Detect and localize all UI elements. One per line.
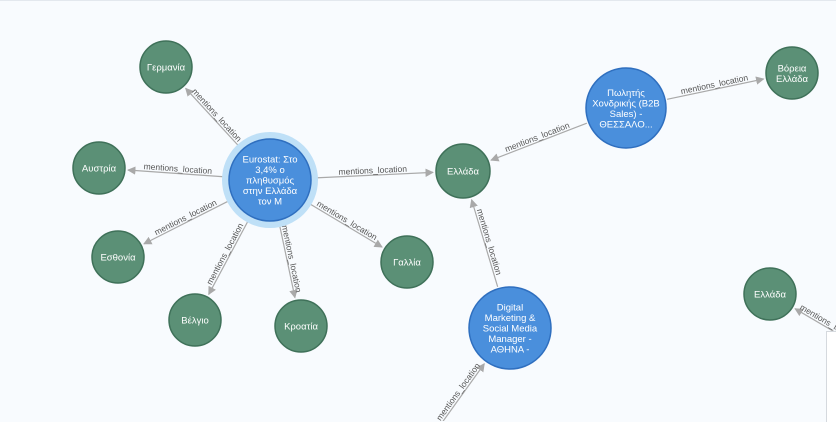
node-label-line: Social Media: [483, 324, 538, 335]
node-label-line: τον Μ: [258, 197, 282, 208]
node-greece2[interactable]: Ελλάδα: [743, 267, 797, 321]
location-node-circle[interactable]: [743, 267, 797, 321]
edge-line[interactable]: [469, 198, 499, 287]
edge-offscreen_1-digital[interactable]: mentions_location: [434, 361, 485, 421]
document-node-circle[interactable]: [585, 67, 667, 149]
node-label-line: Βόρεια: [778, 63, 807, 74]
edge-line[interactable]: [306, 201, 383, 248]
edge-label: mentions_location: [143, 161, 212, 176]
node-croatia[interactable]: Κροατία: [274, 299, 328, 353]
edge-eurostat-austria[interactable]: mentions_location: [127, 161, 228, 178]
node-label-line: Sales) -: [610, 109, 643, 120]
edge-line[interactable]: [143, 198, 232, 245]
document-node-circle[interactable]: [228, 138, 312, 222]
edge-label: mentions_location: [434, 361, 482, 421]
edge-eurostat-estonia[interactable]: mentions_location: [143, 197, 232, 245]
edges-layer: mentions_locationmentions_locationmentio…: [127, 72, 836, 421]
edge-label: mentions_location: [475, 208, 504, 277]
node-label-line: Γαλλία: [393, 258, 421, 269]
edge-label: mentions_location: [190, 86, 244, 143]
edge-line[interactable]: [127, 166, 228, 178]
location-node-circle[interactable]: [91, 230, 145, 284]
edge-line[interactable]: [312, 168, 434, 179]
edge-sales-greece[interactable]: mentions_location: [490, 120, 588, 162]
edge-label: mentions_location: [315, 198, 379, 242]
edge-line[interactable]: [278, 221, 298, 299]
node-label: Εσθονία: [100, 253, 136, 264]
node-label-line: Digital: [497, 303, 523, 314]
node-label-line: Marketing &: [485, 313, 536, 324]
node-label: Βέλγιο: [181, 316, 208, 327]
node-label: Γερμανία: [147, 63, 186, 74]
node-label-line: στην Ελλάδα: [243, 186, 298, 197]
node-label-line: Eurostat: Στο: [243, 155, 298, 166]
node-france[interactable]: Γαλλία: [380, 235, 434, 289]
edge-line[interactable]: [490, 122, 588, 162]
location-node-circle[interactable]: [139, 40, 193, 94]
node-label-line: Γερμανία: [147, 63, 186, 74]
node-label: Κροατία: [284, 322, 318, 333]
node-label: Ελλάδα: [754, 290, 786, 301]
edge-label: mentions_location: [338, 164, 407, 177]
node-label-line: Κροατία: [284, 322, 318, 333]
node-belgium[interactable]: Βέλγιο: [168, 293, 222, 347]
edge-line[interactable]: [437, 363, 485, 421]
edge-eurostat-france[interactable]: mentions_location: [306, 198, 383, 248]
node-label-line: Manager -: [488, 334, 531, 345]
node-label: Αυστρία: [82, 164, 117, 175]
location-node-circle[interactable]: [765, 46, 819, 100]
location-node-circle[interactable]: [168, 293, 222, 347]
edge-digital-greece[interactable]: mentions_location: [469, 198, 505, 287]
edge-label: mentions_location: [153, 197, 219, 237]
edge-eurostat-belgium[interactable]: mentions_location: [204, 217, 251, 296]
node-greece[interactable]: Ελλάδα: [435, 143, 491, 199]
node-label-line: Χονδρικής (B2B: [592, 98, 660, 109]
location-node-circle[interactable]: [380, 235, 434, 289]
node-label-line: Ελλάδα: [776, 74, 808, 85]
edge-line[interactable]: [185, 87, 242, 149]
edge-line[interactable]: [794, 308, 836, 340]
edge-eurostat-croatia[interactable]: mentions_location: [278, 221, 304, 299]
edge-label: mentions_location: [503, 120, 571, 154]
location-node-circle[interactable]: [274, 299, 328, 353]
node-label-line: Ελλάδα: [754, 290, 786, 301]
edge-line[interactable]: [208, 217, 251, 296]
node-label-line: Βέλγιο: [181, 316, 208, 327]
location-node-circle[interactable]: [435, 143, 491, 199]
location-node-circle[interactable]: [72, 141, 126, 195]
node-label-line: Ελλάδα: [447, 167, 479, 178]
document-node-circle[interactable]: [468, 286, 552, 370]
node-label-line: 3,4% ο: [255, 165, 285, 176]
node-label-line: Πωλητής: [607, 88, 645, 99]
edge-label: mentions_location: [204, 221, 245, 286]
edge-sales-north_greece[interactable]: mentions_location: [666, 72, 765, 100]
node-germany[interactable]: Γερμανία: [139, 40, 193, 94]
edge-label: mentions_location: [680, 72, 749, 96]
edge-line[interactable]: [666, 76, 765, 100]
node-label-line: ΑΘΗΝΑ -: [491, 345, 530, 356]
node-label-line: πληθυσμός: [246, 176, 295, 187]
node-label: Ελλάδα: [447, 167, 479, 178]
node-label-line: Εσθονία: [100, 253, 136, 264]
node-label-line: ΘΕΣΣΑΛΟ...: [599, 119, 652, 130]
node-austria[interactable]: Αυστρία: [72, 141, 126, 195]
edge-eurostat-germany[interactable]: mentions_location: [185, 86, 244, 149]
node-label: Γαλλία: [393, 258, 421, 269]
node-estonia[interactable]: Εσθονία: [91, 230, 145, 284]
side-panel-edge: [826, 331, 836, 422]
edge-eurostat-greece[interactable]: mentions_location: [312, 164, 434, 179]
node-label-line: Αυστρία: [82, 164, 117, 175]
